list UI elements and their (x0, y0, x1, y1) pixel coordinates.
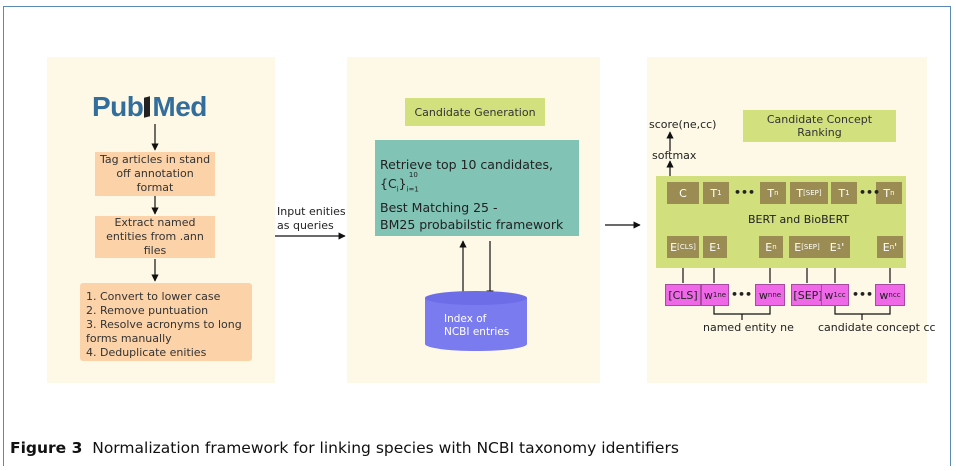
ellipsis: ••• (734, 186, 756, 199)
token-t-sep: T[SEP] (790, 182, 828, 204)
input-entities-label: Input enities as queries (277, 205, 346, 232)
softmax-label: softmax (652, 149, 697, 162)
preprocess-step: 3. Resolve acronyms to long forms manual… (86, 318, 242, 345)
figure-label: Figure 3 (10, 439, 83, 457)
token-c: C (667, 182, 699, 204)
retrieve-line: Retrieve top 10 candidates, {Ci}i=110 (380, 157, 553, 194)
bm25-box: Retrieve top 10 candidates, {Ci}i=110 Be… (375, 140, 579, 236)
figure-caption-text: Normalization framework for linking spec… (92, 439, 679, 457)
figure-caption: Figure 3 Normalization framework for lin… (10, 439, 679, 457)
ncbi-index-database (425, 291, 527, 351)
preprocessing-box: 1. Convert to lower case 2. Remove puntu… (80, 283, 252, 361)
extract-entities-box: Extract named entities from .ann files (95, 216, 215, 258)
embedding-cls: E[CLS] (667, 236, 699, 258)
preprocess-step: 2. Remove puntuation (86, 304, 209, 317)
ellipsis: ••• (852, 288, 874, 301)
score-label: score(ne,cc) (649, 118, 717, 131)
bm25-line2: BM25 probabilstic framework (380, 216, 564, 232)
candidate-concept-label: candidate concept cc (818, 321, 936, 334)
tag-articles-box: Tag articles in stand off annotation for… (95, 152, 215, 196)
embedding-sep: E[SEP] (789, 236, 825, 258)
preprocess-step: 1. Convert to lower case (86, 290, 221, 303)
figure-frame (3, 6, 951, 466)
preprocess-step: 4. Deduplicate enities (86, 346, 207, 359)
named-entity-label: named entity ne (703, 321, 794, 334)
ncbi-index-label: Index of NCBI entries (444, 313, 510, 338)
ellipsis: ••• (859, 186, 881, 199)
pubmed-book-icon (144, 96, 151, 118)
input-sep: [SEP] (791, 284, 825, 306)
input-cls: [CLS] (665, 284, 701, 306)
candidate-generation-title: Candidate Generation (405, 98, 545, 126)
candidate-ranking-title: Candidate Concept Ranking (743, 110, 896, 142)
bm25-line1: Best Matching 25 - (380, 199, 498, 215)
bert-label: BERT and BioBERT (748, 213, 850, 226)
ellipsis: ••• (731, 288, 753, 301)
